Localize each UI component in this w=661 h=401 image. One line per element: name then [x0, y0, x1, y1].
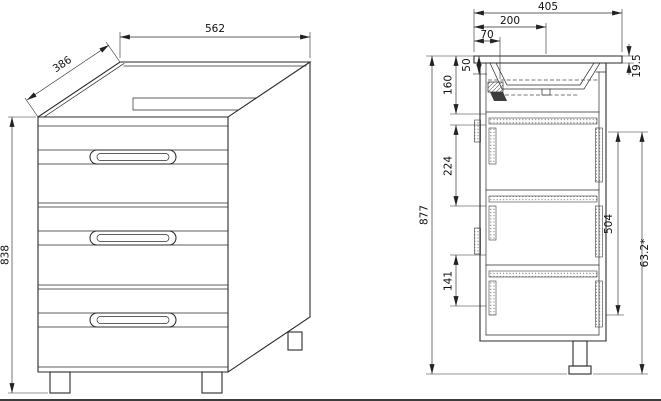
dim-side-top-offset: 50 — [461, 56, 487, 75]
basin-drain — [541, 88, 551, 96]
drawer-bottom-section — [488, 195, 598, 203]
drawer-handle-slot — [96, 234, 170, 242]
side-bracket-label: 70 — [480, 29, 493, 41]
side-basin-zone-label: 160 — [443, 75, 455, 95]
side-upper-zone-label: 224 — [443, 156, 455, 176]
dim-front-depth: 386 — [24, 41, 121, 118]
drawer-3 — [37, 312, 229, 328]
dim-side-upper-zone: 224 — [443, 124, 486, 207]
basin-outer — [489, 62, 601, 90]
side-top-offset-label: 50 — [461, 58, 473, 71]
foot-back-right — [287, 331, 303, 351]
back-rail-band — [132, 97, 258, 111]
dim-side-depth-total: 405 — [473, 1, 623, 52]
front-view: 562 386 838 — [0, 23, 312, 394]
side-adjustable-height-label: 63.2* — [639, 239, 651, 268]
side-front-opening-label: 504 — [603, 214, 615, 234]
front-width-label: 562 — [205, 23, 225, 35]
dim-front-width: 562 — [119, 23, 311, 58]
dim-side-total-height: 877 — [419, 55, 567, 375]
basin-inner — [495, 62, 595, 86]
cabinet-side-panel — [227, 61, 311, 373]
dim-side-front-opening: 504 — [603, 131, 648, 316]
dim-side-bracket: 70 — [474, 29, 501, 79]
side-drain-label: 200 — [500, 15, 520, 27]
drawer-front-section — [595, 205, 603, 258]
drawer-handle — [89, 149, 177, 165]
cabinet-top-edges — [37, 61, 312, 118]
dim-side-adjustable-height: 63.2* — [593, 132, 651, 375]
adjustable-foot — [568, 340, 592, 375]
drawer-back-section — [488, 127, 497, 165]
dim-front-height: 838 — [0, 116, 48, 394]
wall-plate-upper — [474, 119, 481, 143]
drawer-handle-slot — [96, 316, 170, 324]
front-depth-label: 386 — [51, 54, 75, 75]
drawer-back-section — [488, 205, 497, 241]
window-bottom-edge — [0, 399, 661, 401]
foot-front-right — [201, 371, 223, 394]
drawer-handle-slot — [96, 153, 170, 161]
side-depth-total-label: 405 — [538, 1, 558, 13]
interior-shelf-lines — [485, 111, 600, 266]
drawer-handle — [89, 230, 177, 246]
dim-side-basin-zone: 160 — [443, 55, 486, 115]
countertop — [473, 55, 623, 64]
side-view: 405 200 70 50 160 877 — [419, 1, 651, 375]
drawer-front-section — [595, 127, 603, 183]
wall-plate-lower — [474, 227, 481, 255]
drawer-back-section — [488, 280, 497, 316]
mounting-bracket — [487, 81, 504, 93]
drawer-front-section — [595, 280, 603, 328]
drawer-divider-lines — [37, 125, 229, 368]
dim-side-lower-zone: 141 — [443, 254, 486, 307]
drawer-sections — [488, 117, 603, 328]
drawer-bottom-section — [488, 117, 598, 125]
drawer-1 — [37, 149, 229, 165]
dim-side-counter-thickness: 19.5 — [622, 44, 643, 78]
drawer-handle — [89, 312, 177, 328]
bracket-block — [490, 92, 507, 101]
drawer-bottom-section — [488, 270, 598, 278]
side-counter-thickness-label: 19.5 — [631, 54, 643, 77]
dim-side-drain: 200 — [474, 15, 547, 54]
foot-front-left — [49, 371, 71, 394]
side-lower-zone-label: 141 — [443, 271, 455, 291]
front-height-label: 838 — [0, 245, 12, 265]
drawer-2 — [37, 230, 229, 246]
side-total-height-label: 877 — [419, 205, 431, 225]
